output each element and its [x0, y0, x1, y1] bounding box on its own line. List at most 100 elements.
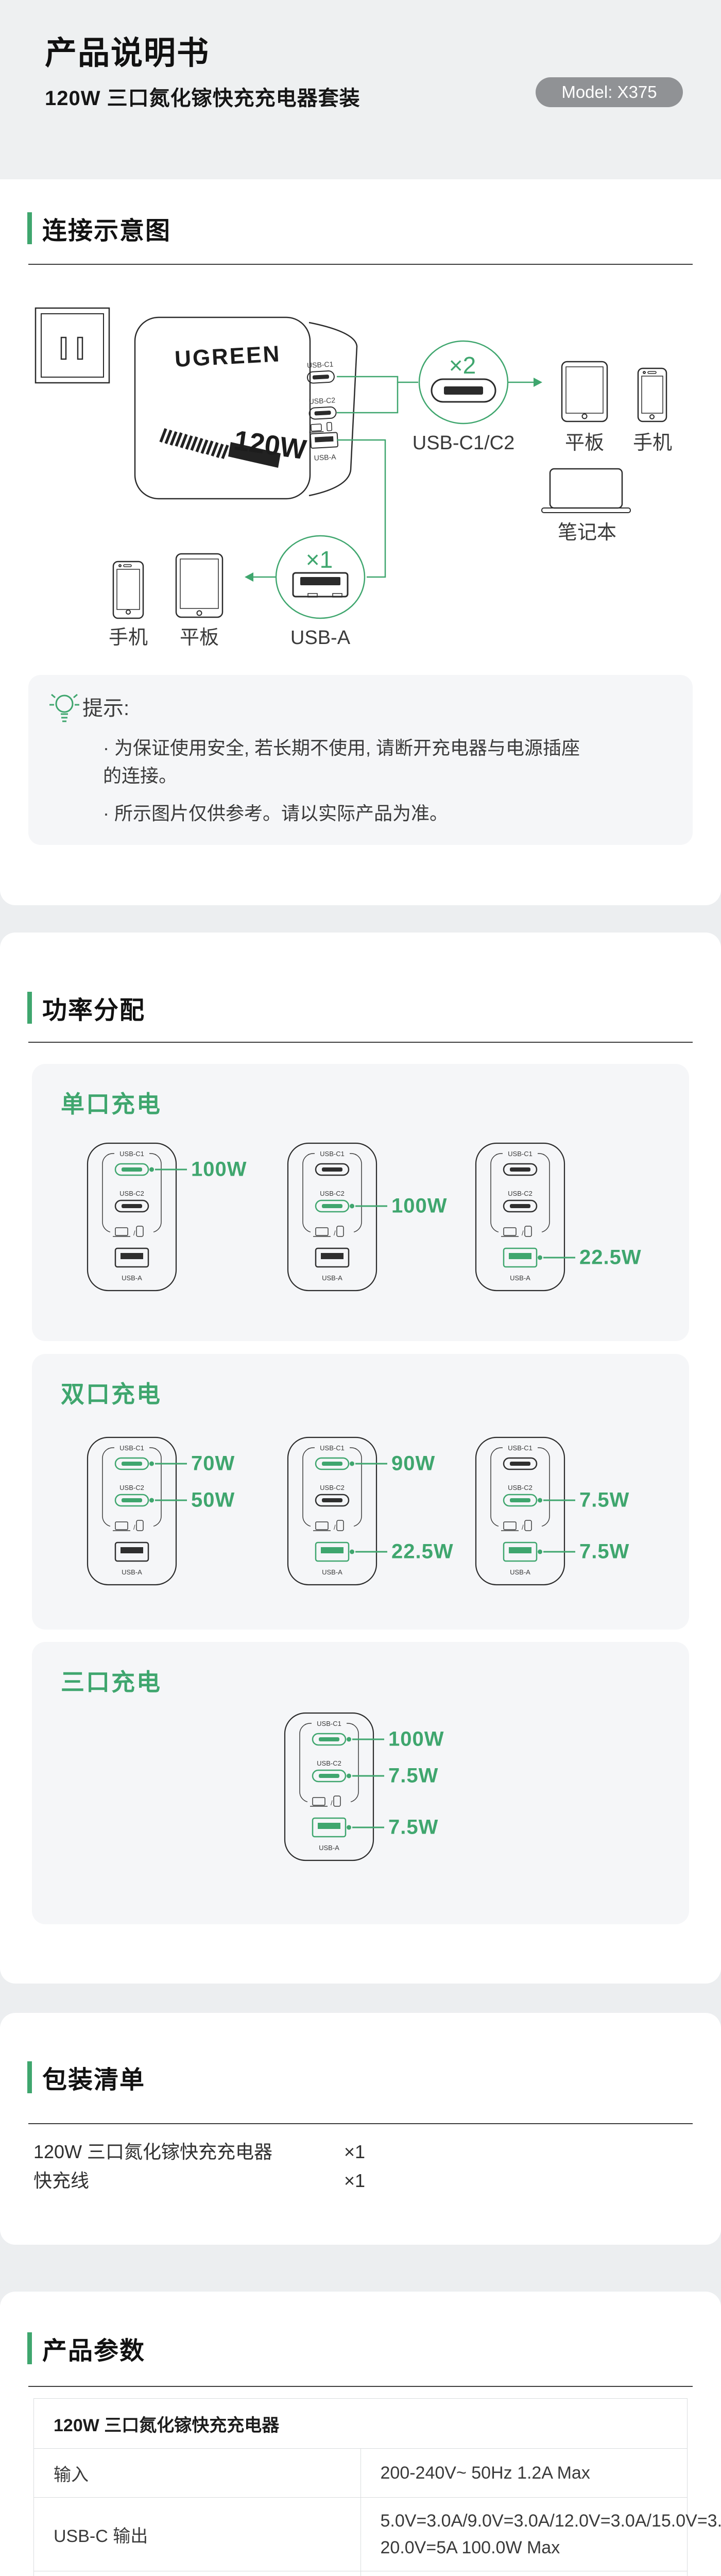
laptop-phone-mini-icons: [113, 1226, 144, 1237]
callout-line: [352, 1826, 384, 1828]
callout-dot-icon: [149, 1498, 154, 1503]
port-label-c2: USB-C2: [508, 1190, 533, 1197]
tips-box: [28, 675, 693, 845]
port-label-a: USB-A: [510, 1274, 530, 1282]
callout-wattage: 7.5W: [388, 1816, 439, 1839]
phone-label: 手机: [109, 627, 148, 649]
callout-wattage: 100W: [388, 1727, 444, 1751]
charger-diagram: USB-C1 USB-C2 / USB-A: [287, 1142, 377, 1294]
x2-label: ×2: [449, 352, 476, 379]
tablet-label: 平板: [565, 432, 604, 454]
charger-diagram: USB-C1 USB-C2 / USB-A: [87, 1142, 177, 1294]
callout-line: [155, 1463, 187, 1465]
arrow-right-icon: [534, 378, 542, 387]
laptop-phone-mini-icons: [309, 422, 333, 433]
charger-diagram: USB-C1 USB-C2 / USB-A: [284, 1712, 374, 1864]
charger-front-diagram: USB-C1 USB-C2 / USB-A: [475, 1142, 565, 1292]
section-divider: [28, 2386, 693, 2387]
laptop-icon: [541, 468, 631, 513]
charger-front-diagram: USB-C1 USB-C2 / USB-A: [287, 1142, 377, 1292]
callout-line: [352, 1738, 384, 1740]
charger-diagram: USB-C1 USB-C2 / USB-A: [87, 1436, 177, 1588]
svg-text:/: /: [331, 1799, 333, 1807]
power-group-label: 双口充电: [61, 1381, 162, 1408]
port-label-c1: USB-C1: [320, 1150, 345, 1158]
charger-stripe-bar: [228, 442, 281, 468]
laptop-label: 笔记本: [558, 522, 616, 544]
power-callout: 7.5W: [538, 1489, 629, 1512]
usb-c-multiplier-circle: ×2: [418, 340, 509, 425]
callout-dot-icon: [538, 1255, 542, 1260]
port-label-a: USB-A: [319, 1844, 339, 1852]
tip-item: ·为保证使用安全, 若长期不使用, 请断开充电器与电源插座的连接。: [103, 737, 580, 786]
page-title: 产品说明书: [45, 36, 210, 71]
bullet-icon: ·: [103, 803, 109, 824]
callout-line: [355, 1463, 387, 1465]
charger-front-diagram: USB-C1 USB-C2 / USB-A: [87, 1436, 177, 1586]
port-label-a: USB-A: [322, 1274, 342, 1282]
panel-usb-c1-label: USB-C1: [307, 360, 334, 370]
specs-section-title: 产品参数: [42, 2337, 146, 2365]
laptop-phone-mini-icons: [313, 1226, 344, 1237]
tip-item: ·所示图片仅供参考。请以实际产品为准。: [103, 803, 449, 824]
callout-wattage: 90W: [391, 1452, 436, 1475]
tablet-label: 平板: [180, 627, 219, 649]
port-label-a: USB-A: [122, 1568, 142, 1576]
section-divider: [28, 1042, 693, 1043]
section-accent-bar: [27, 2332, 32, 2364]
charger-brand-text: UGREEN: [174, 341, 282, 372]
charger-front-diagram: USB-C1 USB-C2 / USB-A: [87, 1142, 177, 1292]
callout-line: [352, 1775, 384, 1777]
spec-table-row: 120W 三口氮化镓快充充电器: [33, 2398, 688, 2449]
power-callout: 100W: [149, 1158, 247, 1181]
port-label-c1: USB-C1: [119, 1150, 144, 1158]
power-callout: 100W: [350, 1195, 448, 1218]
charger-front-diagram: USB-C1 USB-C2 / USB-A: [284, 1712, 374, 1861]
wall-outlet-icon: [35, 307, 110, 384]
section-accent-bar: [27, 992, 32, 1024]
callout-wattage: 50W: [191, 1488, 235, 1512]
callout-line: [543, 1257, 575, 1259]
port-label-c1: USB-C1: [119, 1444, 144, 1452]
panel-usb-c2-label: USB-C2: [308, 396, 335, 405]
port-label-c2: USB-C2: [119, 1484, 144, 1492]
power-callout: 70W: [149, 1452, 235, 1476]
section-accent-bar: [27, 2061, 32, 2093]
connection-section-title: 连接示意图: [42, 217, 171, 245]
callout-line: [355, 1205, 387, 1207]
callout-line: [355, 1551, 387, 1553]
section-accent-bar: [27, 212, 32, 244]
model-badge-label: Model: X375: [561, 82, 657, 101]
power-callout: 7.5W: [347, 1816, 438, 1839]
callout-wattage: 22.5W: [391, 1540, 454, 1563]
tablet-icon: [561, 361, 608, 422]
svg-text:/: /: [334, 1229, 336, 1237]
model-badge: Model: X375: [536, 77, 683, 107]
charger-stripe: [159, 428, 229, 459]
usb-c-group-label: USB-C1/C2: [413, 432, 515, 454]
callout-dot-icon: [538, 1498, 542, 1503]
charger-diagram: USB-C1 USB-C2 / USB-A: [287, 1436, 377, 1588]
spec-table-row: USB-A 输出5.0V=3.0A/9.0V=2.0A/12.0V=1.5A/1…: [33, 2571, 688, 2576]
page-subtitle: 120W 三口氮化镓快充充电器套装: [45, 87, 360, 110]
laptop-phone-mini-icons: [313, 1520, 344, 1531]
charger-front-diagram: USB-C1 USB-C2 / USB-A: [287, 1436, 377, 1586]
power-callout: 100W: [347, 1728, 444, 1751]
charger-port-panel: USB-C1 USB-C2 USB-A: [307, 360, 338, 462]
charger-diagram: USB-C1 USB-C2 / USB-A: [475, 1142, 565, 1294]
section-divider: [28, 2123, 693, 2124]
callout-wattage: 22.5W: [579, 1246, 642, 1269]
arrow-left-icon: [245, 572, 253, 582]
port-label-a: USB-A: [510, 1568, 530, 1576]
svg-text:/: /: [522, 1523, 524, 1531]
port-label-a: USB-A: [322, 1568, 342, 1576]
callout-dot-icon: [149, 1461, 154, 1466]
callout-dot-icon: [538, 1549, 542, 1554]
packing-section-card: [0, 2013, 721, 2245]
connection-lines: [253, 376, 534, 578]
callout-wattage: 100W: [191, 1158, 247, 1181]
packing-item: 120W 三口氮化镓快充充电器 ×1: [33, 2139, 688, 2165]
